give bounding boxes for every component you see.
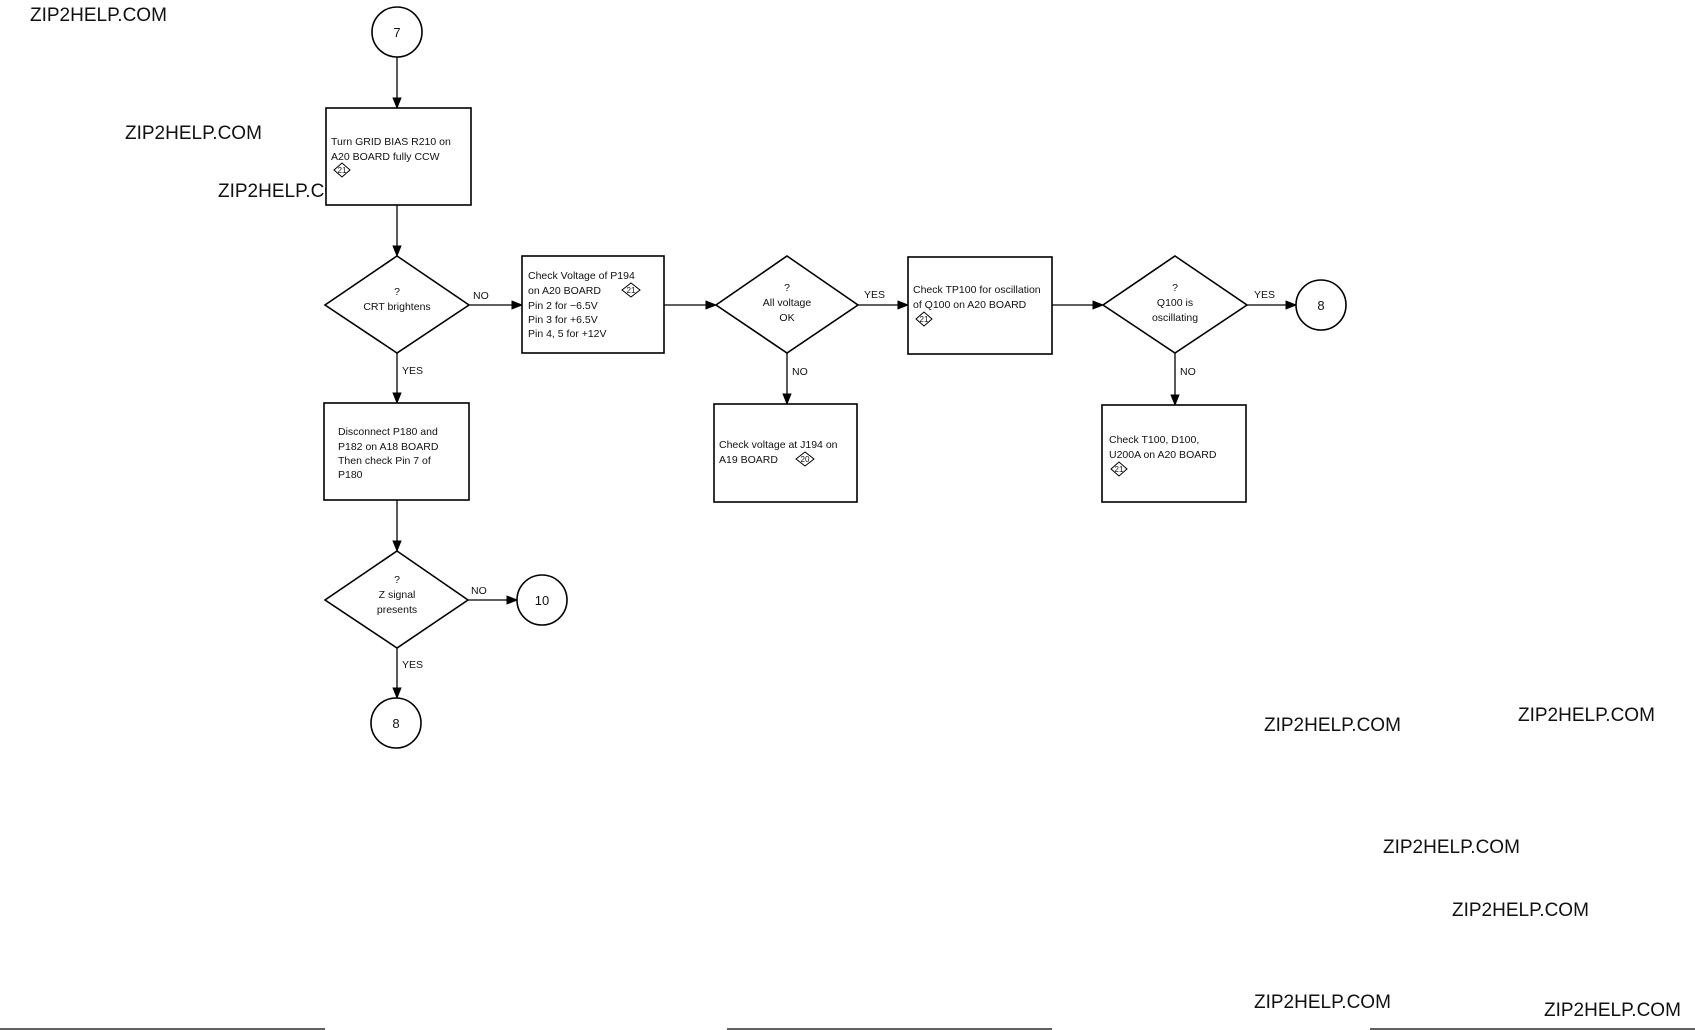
- decision-q100-oscillating: ? Q100 is oscillating: [1101, 255, 1249, 354]
- no-label: NO: [473, 290, 489, 302]
- watermark: ZIP2HELP.COM: [1452, 900, 1589, 921]
- svg-text:presents: presents: [377, 604, 417, 616]
- no-label: NO: [471, 585, 487, 597]
- svg-text:Then check Pin 7 of: Then check Pin 7 of: [338, 455, 431, 467]
- svg-text:OK: OK: [779, 312, 794, 324]
- watermark: ZIP2HELP.COM: [1254, 992, 1391, 1013]
- box-check-j194: Check voltage at J194 on A19 BOARD 20: [713, 403, 858, 503]
- svg-text:?: ?: [394, 286, 400, 298]
- yes-label: YES: [402, 365, 423, 377]
- box-check-tp100: Check TP100 for oscillation of Q100 on A…: [907, 256, 1053, 355]
- ref-21-badge: 21: [915, 311, 933, 327]
- box-check-t100: Check T100, D100, U200A on A20 BOARD 21: [1101, 404, 1247, 503]
- svg-text:Check T100, D100,: Check T100, D100,: [1109, 434, 1199, 446]
- svg-text:8: 8: [392, 716, 399, 731]
- svg-text:?: ?: [394, 574, 400, 586]
- svg-text:7: 7: [393, 25, 400, 40]
- decision-crt-brightens: ? CRT brightens: [323, 255, 471, 354]
- watermark: ZIP2HELP.COM: [1544, 1000, 1681, 1021]
- decision-z-signal: ? Z signal presents: [323, 550, 470, 649]
- watermark: ZIP2HELP.COM: [1264, 715, 1401, 736]
- svg-text:20: 20: [801, 455, 810, 464]
- no-label: NO: [1180, 366, 1196, 378]
- svg-text:on A20 BOARD: on A20 BOARD: [528, 285, 601, 297]
- box-grid-bias: Turn GRID BIAS R210 on A20 BOARD fully C…: [325, 107, 472, 206]
- svg-text:Check Voltage of P194: Check Voltage of P194: [528, 270, 635, 282]
- yes-label: YES: [1254, 289, 1275, 301]
- yes-label: YES: [402, 659, 423, 671]
- svg-text:All voltage: All voltage: [763, 297, 812, 309]
- svg-text:A20 BOARD fully CCW: A20 BOARD fully CCW: [331, 151, 440, 163]
- svg-text:21: 21: [627, 286, 636, 295]
- connector-8: 8: [1295, 279, 1347, 331]
- svg-text:Disconnect P180 and: Disconnect P180 and: [338, 426, 438, 438]
- svg-text:Check voltage at J194 on: Check voltage at J194 on: [719, 439, 838, 451]
- ref-21-badge: 21: [1110, 461, 1128, 477]
- svg-text:A19 BOARD: A19 BOARD: [719, 454, 778, 466]
- svg-text:Pin 3 for +6.5V: Pin 3 for +6.5V: [528, 314, 598, 326]
- svg-text:Check TP100 for oscillation: Check TP100 for oscillation: [913, 284, 1041, 296]
- watermark: ZIP2HELP.COM: [1383, 837, 1520, 858]
- ref-20-badge: 20: [795, 451, 815, 467]
- svg-text:Q100 is: Q100 is: [1157, 297, 1193, 309]
- svg-text:of Q100 on A20 BOARD: of Q100 on A20 BOARD: [913, 299, 1027, 311]
- yes-label: YES: [864, 289, 885, 301]
- svg-text:?: ?: [784, 282, 790, 294]
- svg-text:oscillating: oscillating: [1152, 312, 1198, 324]
- watermark: ZIP2HELP.COM: [218, 181, 355, 202]
- box-disconnect-p180: Disconnect P180 and P182 on A18 BOARD Th…: [323, 402, 470, 501]
- no-label: NO: [792, 366, 808, 378]
- watermark: ZIP2HELP.COM: [1518, 705, 1655, 726]
- svg-text:Z signal: Z signal: [379, 589, 416, 601]
- svg-text:P182 on A18 BOARD: P182 on A18 BOARD: [338, 441, 439, 453]
- decision-all-voltage-ok: ? All voltage OK: [714, 255, 860, 354]
- svg-text:21: 21: [338, 166, 347, 175]
- connector-7: 7: [371, 6, 423, 58]
- ref-21-badge: 21: [621, 282, 641, 298]
- svg-text:Pin 2 for −6.5V: Pin 2 for −6.5V: [528, 300, 598, 312]
- svg-text:21: 21: [920, 315, 929, 324]
- watermark: ZIP2HELP.COM: [125, 123, 262, 144]
- svg-text:P180: P180: [338, 469, 363, 481]
- watermark: ZIP2HELP.COM: [30, 5, 167, 26]
- svg-text:CRT brightens: CRT brightens: [363, 301, 430, 313]
- svg-text:8: 8: [1317, 298, 1324, 313]
- svg-text:U200A on A20 BOARD: U200A on A20 BOARD: [1109, 449, 1217, 461]
- svg-text:?: ?: [1172, 282, 1178, 294]
- connector-10: 10: [516, 574, 568, 626]
- svg-text:Turn GRID BIAS R210 on: Turn GRID BIAS R210 on: [331, 136, 451, 148]
- svg-text:10: 10: [535, 593, 549, 608]
- connector-8: 8: [370, 697, 422, 749]
- svg-text:Pin 4, 5 for +12V: Pin 4, 5 for +12V: [528, 328, 607, 340]
- svg-text:21: 21: [1115, 465, 1124, 474]
- box-check-voltage-p194: Check Voltage of P194 on A20 BOARD 21 Pi…: [521, 255, 665, 354]
- ref-21-badge: 21: [333, 162, 351, 178]
